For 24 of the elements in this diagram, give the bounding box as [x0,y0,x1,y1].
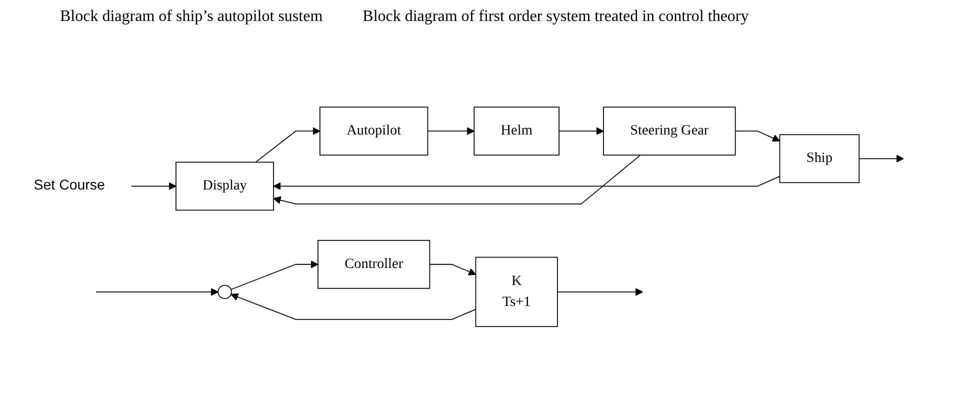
node-box: Controller [318,240,430,288]
node-box: Steering Gear [603,106,736,156]
arrow [230,260,318,290]
arrow [427,126,474,135]
node-box: K Ts+1 [475,256,558,327]
node-box: Display [176,161,274,210]
node-box: Helm [474,106,560,156]
diagram-heading: Block diagram of first order system treated in control theory [362,8,749,26]
arrow [556,288,644,296]
arrow [230,292,476,320]
arrow [273,176,780,190]
arrow [131,182,176,190]
arrow [734,130,780,142]
arrow [96,288,218,296]
arrow [273,154,641,204]
node-text: Set Course [34,178,105,193]
node-box: Ship [779,134,860,183]
diagram-heading: Block diagram of ship’s autopilot sustem [60,8,323,26]
arrow [858,154,904,162]
arrow [255,126,320,162]
node-circle [218,284,232,299]
arrow [429,264,476,276]
arrow [558,126,604,135]
node-box: Autopilot [319,106,428,156]
